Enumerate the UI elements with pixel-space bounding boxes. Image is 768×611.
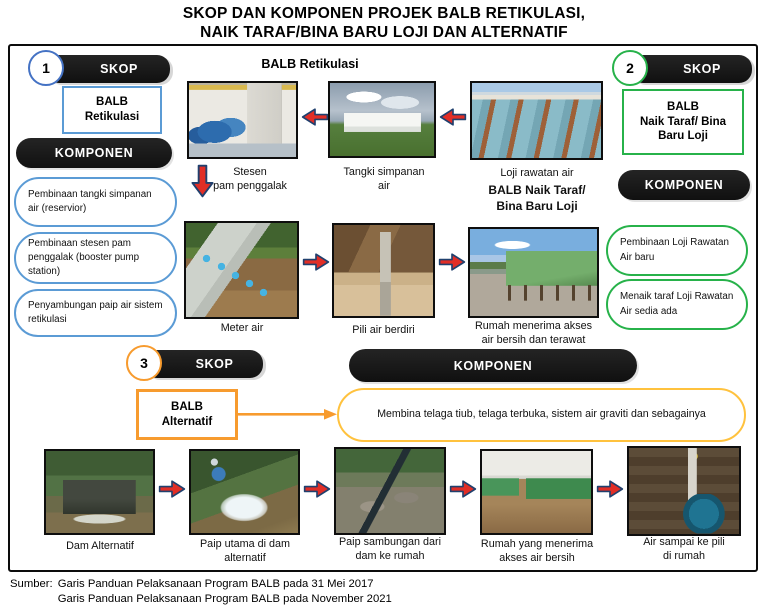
arrow-down-icon [191, 164, 214, 198]
page-title: SKOP DAN KOMPONEN PROJEK BALB RETIKULASI… [0, 4, 768, 42]
arrow-left-icon [301, 108, 329, 126]
photo-stesen-pam-penggalak [187, 81, 298, 159]
page-title-line1: SKOP DAN KOMPONEN PROJEK BALB RETIKULASI… [182, 5, 586, 22]
orange-connector-arrow-icon [238, 409, 337, 420]
label-air-sampai-pili: Air sampai ke pili di rumah [643, 536, 725, 562]
photo-paip-utama-dam [189, 449, 300, 535]
page-title-line2: NAIK TARAF/BINA BARU LOJI DAN ALTERNATIF [200, 24, 568, 41]
arrow-right-icon [302, 253, 330, 271]
photo-loji-rawatan-air [470, 81, 603, 160]
arrow-right-icon [449, 480, 477, 498]
photo-rumah-menerima-akses [480, 449, 593, 535]
scope3-skop-badge: SKOP [144, 350, 263, 378]
scope3-komponen-badge: KOMPONEN [349, 349, 637, 382]
scope1-name-box: BALB Retikulasi [62, 86, 162, 134]
source-line2: Garis Panduan Pelaksanaan Program BALB p… [57, 592, 392, 605]
label-meter-air: Meter air [220, 322, 264, 334]
flow-retikulasi-header: BALB Retikulasi [261, 57, 359, 71]
scope3-number-circle: 3 [126, 345, 162, 381]
source-lines: Garis Panduan Pelaksanaan Program BALB p… [58, 577, 392, 606]
label-tangki-simpanan: Tangki simpanan air [343, 166, 425, 192]
photo-rumah-akses-air [468, 227, 599, 318]
scope1-number-circle: 1 [28, 50, 64, 86]
photo-meter-air [184, 221, 299, 319]
scope2-number-circle: 2 [612, 50, 648, 86]
label-rumah-akses: Rumah menerima akses air bersih dan tera… [474, 320, 592, 346]
arrow-right-icon [596, 480, 624, 498]
photo-paip-sambungan [334, 447, 446, 535]
source-note: Sumber: Garis Panduan Pelaksanaan Progra… [10, 577, 392, 606]
label-rumah-menerima: Rumah yang menerima akses air bersih [480, 538, 594, 564]
label-pili-air: Pili air berdiri [352, 324, 415, 336]
scope2-component-2: Menaik taraf Loji Rawatan Air sedia ada [606, 279, 748, 330]
arrow-right-icon [158, 480, 186, 498]
scope1-komponen-badge: KOMPONEN [16, 138, 172, 168]
arrow-right-icon [438, 253, 466, 271]
scope3-component-1: Membina telaga tiub, telaga terbuka, sis… [337, 388, 746, 442]
label-loji-rawatan: Loji rawatan air [500, 167, 574, 179]
photo-air-sampai-pili [627, 446, 741, 536]
label-paip-utama: Paip utama di dam alternatif [199, 538, 291, 564]
scope2-name-box: BALB Naik Taraf/ Bina Baru Loji [622, 89, 744, 155]
source-line1: Garis Panduan Pelaksanaan Program BALB p… [57, 578, 374, 590]
photo-pili-air-berdiri [332, 223, 435, 318]
label-stesen-pam: Stesen pam penggalak [213, 166, 287, 192]
scope2-component-1: Pembinaan Loji Rawatan Air baru [606, 225, 748, 276]
photo-dam-alternatif [44, 449, 155, 535]
scope1-component-3: Penyambungan paip air sistem retikulasi [14, 289, 177, 337]
scope3-name-box: BALB Alternatif [136, 389, 238, 440]
scope1-component-2: Pembinaan stesen pam penggalak (booster … [14, 232, 177, 284]
label-paip-sambungan: Paip sambungan dari dam ke rumah [338, 536, 442, 562]
photo-tangki-simpanan-air [328, 81, 436, 158]
scope1-skop-badge: SKOP [46, 55, 170, 83]
arrow-left-icon [439, 108, 467, 126]
source-prefix: Sumber: [10, 578, 53, 590]
scope2-skop-badge: SKOP [630, 55, 752, 83]
arrow-right-icon [303, 480, 331, 498]
scope1-component-1: Pembinaan tangki simpanan air (reservior… [14, 177, 177, 227]
label-dam-alternatif: Dam Alternatif [66, 540, 134, 552]
scope2-komponen-badge: KOMPONEN [618, 170, 750, 200]
flow-naiktaraf-header: BALB Naik Taraf/ Bina Baru Loji [488, 183, 586, 213]
